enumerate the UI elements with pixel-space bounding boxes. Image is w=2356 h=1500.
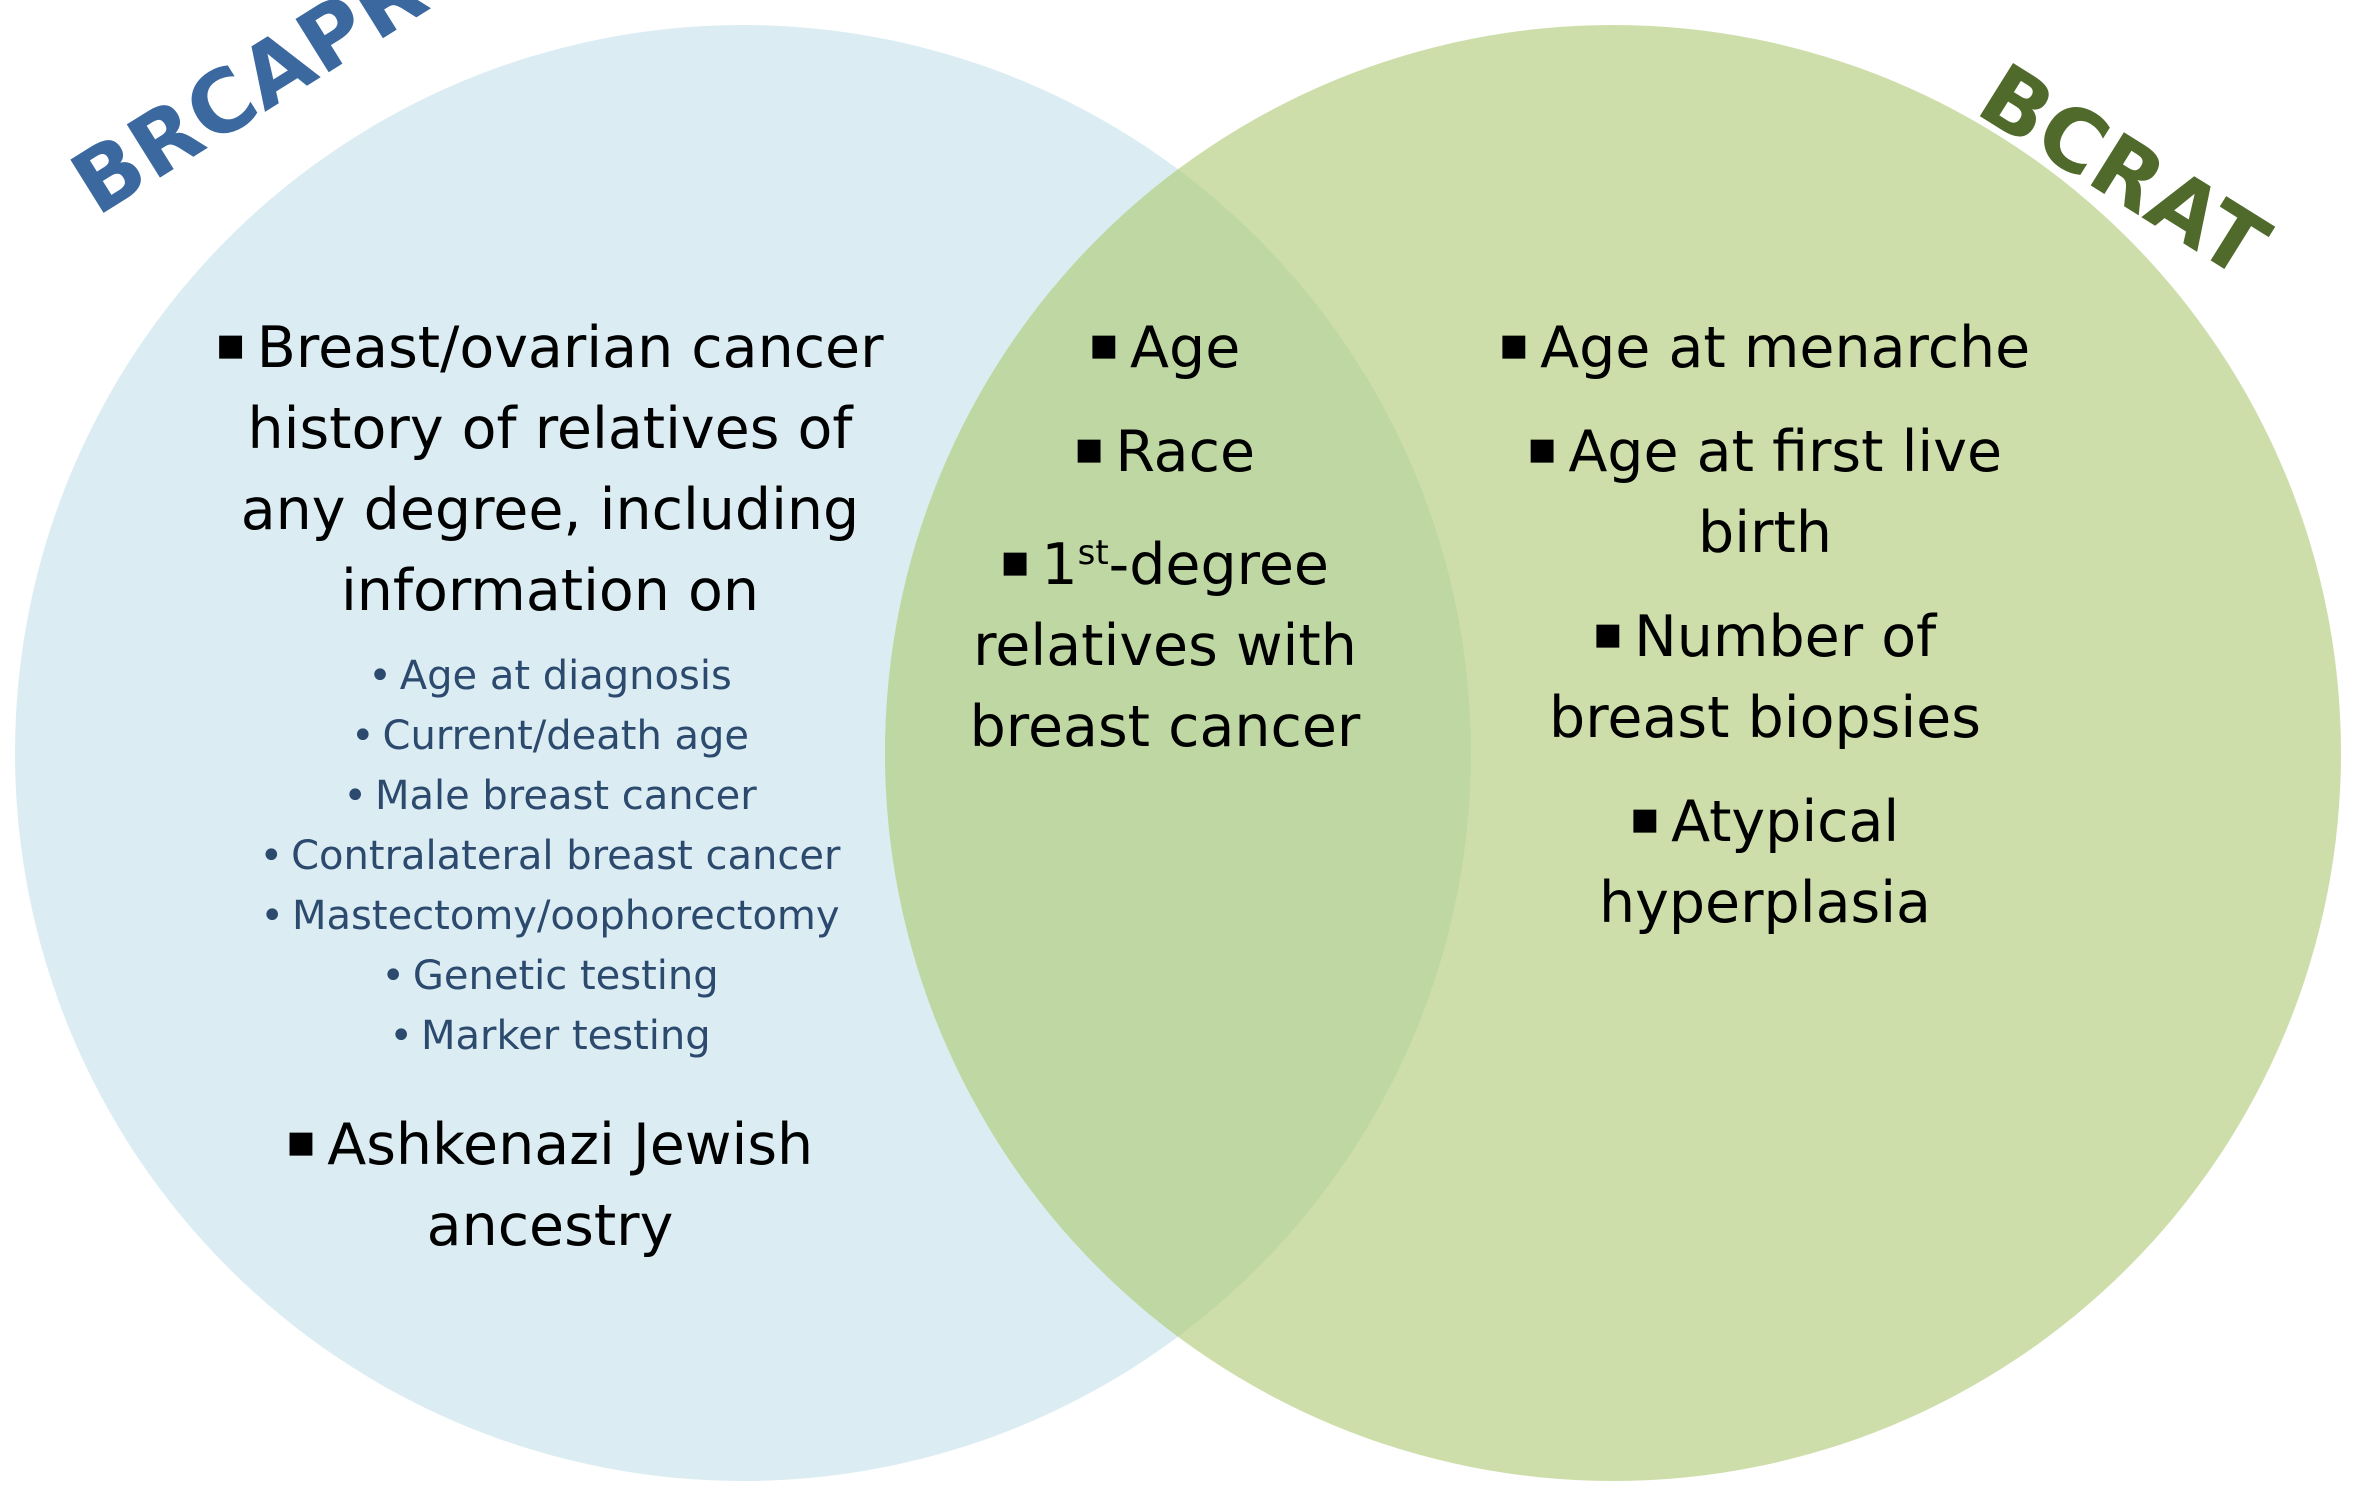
bullet-square-icon: ■ (1630, 802, 1660, 837)
bullet-square-icon: ■ (1089, 328, 1119, 363)
bullet-dot-icon: • (389, 1013, 413, 1059)
sub-item: •Contralateral breast cancer (259, 833, 841, 879)
bullet-square-icon: ■ (1593, 617, 1623, 652)
bullet-dot-icon: • (259, 833, 284, 879)
race-item: ■Race (1074, 419, 1256, 485)
bullet-square-icon: ■ (1527, 432, 1557, 467)
first-degree-item: ■1st-degree relatives with breast cancer (969, 532, 1361, 760)
overlap-region (885, 25, 1471, 1481)
bcrat-items: ■Age at menarche ■Age at first live birt… (1455, 305, 2075, 964)
sub-item: •Current/death age (350, 713, 750, 759)
sub-item: •Age at diagnosis (368, 653, 732, 699)
sub-item: •Genetic testing (381, 953, 719, 999)
menarche-item: ■Age at menarche (1499, 315, 2031, 381)
family-history-line-3: any degree, including (240, 477, 860, 543)
shared-items: ■Age ■Race ■1st-degree relatives with br… (905, 305, 1425, 788)
brcapro-items: ■ Breast/ovarian cancer history of relati… (170, 305, 930, 1267)
bullet-dot-icon: • (381, 953, 405, 999)
ancestry-line-1: Ashkenazi Jewish (327, 1112, 814, 1178)
ancestry-item: ■ Ashkenazi Jewish ancestry (170, 1102, 930, 1267)
biopsies-item: ■Number of breast biopsies (1549, 604, 1981, 751)
family-history-details: •Age at diagnosis •Current/death age •Ma… (170, 646, 930, 1066)
bullet-dot-icon: • (368, 653, 392, 699)
bullet-dot-icon: • (343, 773, 367, 819)
bullet-dot-icon: • (350, 713, 375, 759)
age-item: ■Age (1089, 315, 1241, 381)
hyperplasia-item: ■Atypical hyperplasia (1599, 789, 1931, 936)
bullet-square-icon: ■ (286, 1125, 316, 1160)
sub-item: •Marker testing (389, 1013, 711, 1059)
family-history-line-2: history of relatives of (247, 396, 853, 462)
family-history-item: ■ Breast/ovarian cancer history of relati… (170, 305, 930, 632)
ancestry-line-2: ancestry (426, 1193, 674, 1259)
sub-item: •Male breast cancer (343, 773, 757, 819)
sub-item: •Mastectomy/oophorectomy (260, 893, 840, 939)
bullet-square-icon: ■ (1001, 545, 1030, 580)
bullet-square-icon: ■ (216, 328, 245, 363)
bullet-square-icon: ■ (1499, 328, 1529, 363)
bullet-square-icon: ■ (1074, 432, 1104, 467)
bullet-dot-icon: • (260, 893, 285, 939)
family-history-line-4: information on (340, 558, 760, 624)
first-birth-item: ■Age at first live birth (1527, 419, 2003, 566)
family-history-line-1: Breast/ovarian cancer (256, 315, 884, 381)
